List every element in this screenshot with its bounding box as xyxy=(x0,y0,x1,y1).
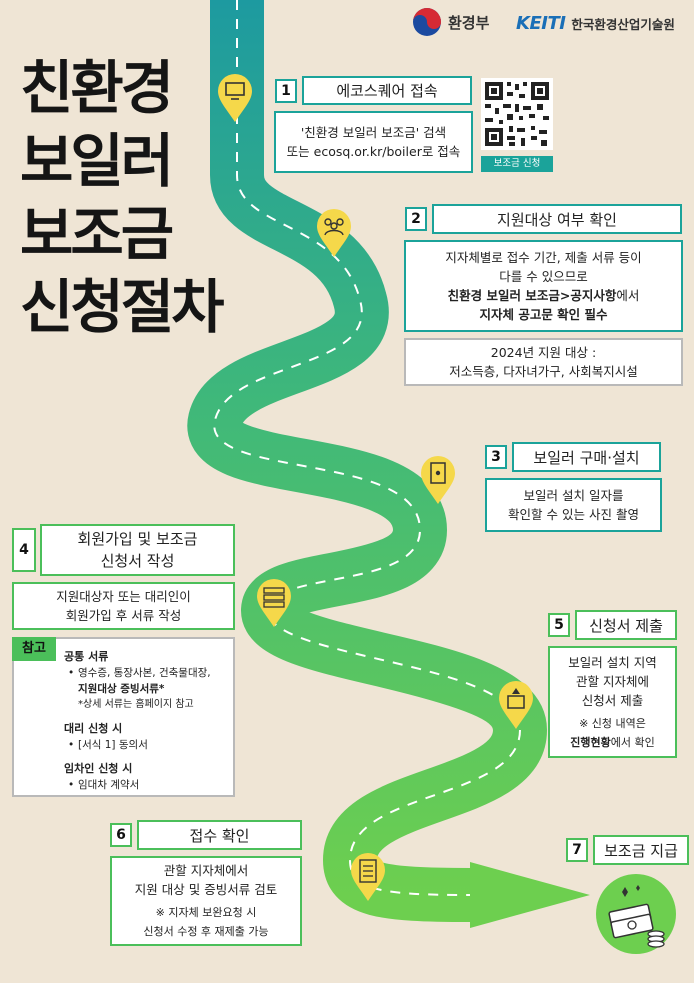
step3-box: 보일러 설치 일자를 확인할 수 있는 사진 촬영 xyxy=(485,478,662,532)
documents-icon xyxy=(257,579,291,627)
step1-line: '친환경 보일러 보조금' 검색 xyxy=(300,125,447,140)
step5-box: 보일러 설치 지역 관할 지자체에 신청서 제출 ※ 신청 내역은 진행현황에서… xyxy=(548,646,677,758)
step1-line: 또는 ecosq.or.kr/boiler로 접속 xyxy=(286,144,461,159)
step5-title: 신청서 제출 xyxy=(575,610,677,640)
step2-target-box: 2024년 지원 대상 : 저소득층, 다자녀가구, 사회복지시설 xyxy=(404,338,683,386)
step5-bold: 진행현황 xyxy=(570,735,611,749)
step-number: 3 xyxy=(485,445,507,469)
step4-line: 회원가입 후 서류 작성 xyxy=(65,608,182,623)
keiti-name: 한국환경산업기술원 xyxy=(571,16,675,32)
note-heading: 임차인 신청 시 xyxy=(64,762,133,775)
step-number: 5 xyxy=(548,613,570,637)
step2-line: 지자체 공고문 확인 필수 xyxy=(479,305,607,324)
keiti-wordmark: KEITI xyxy=(516,12,566,34)
qr-code-icon[interactable] xyxy=(481,78,553,150)
step1-title: 에코스퀘어 접속 xyxy=(302,76,472,105)
step-number: 4 xyxy=(12,528,36,572)
note-content: 공통 서류 영수증, 통장사본, 건축물대장, 지원대상 증빙서류* *상세 서… xyxy=(64,643,227,793)
step2-line: 친환경 보일러 보조금>공지사항에서 xyxy=(448,286,640,305)
step4-title: 회원가입 및 보조금 신청서 작성 xyxy=(40,524,235,576)
qr-label: 보조금 신청 xyxy=(481,156,553,172)
note-box: 참고 공통 서류 영수증, 통장사본, 건축물대장, 지원대상 증빙서류* *상… xyxy=(12,637,235,797)
step2-target: 2024년 지원 대상 : xyxy=(490,345,597,360)
submit-box-icon xyxy=(499,681,533,729)
step5-line: 신청서 제출 xyxy=(581,692,644,708)
note-item: 임대차 계약서 xyxy=(64,777,227,793)
step5-line: 진행현황에서 확인 xyxy=(570,733,654,752)
step4-line: 지원대상자 또는 대리인이 xyxy=(56,589,191,604)
money-icon xyxy=(596,874,676,954)
note-heading: 대리 신청 시 xyxy=(64,722,123,735)
title-line: 친환경 xyxy=(20,54,174,122)
ministry-logo: 환경부 xyxy=(412,6,489,38)
road-arrow-head xyxy=(470,862,590,928)
qr-block[interactable]: 보조금 신청 xyxy=(481,78,553,172)
step5-line: 보일러 설치 지역 xyxy=(568,654,657,670)
step2-rest: 에서 xyxy=(616,288,640,303)
step4-title-line: 신청서 작성 xyxy=(100,552,175,570)
step4-box: 지원대상자 또는 대리인이 회원가입 후 서류 작성 xyxy=(12,582,235,630)
title-line: 보일러 xyxy=(20,127,174,195)
title-line: 신청절차 xyxy=(20,273,224,341)
step6-line: 관할 지자체에서 xyxy=(163,863,249,878)
step7-title: 보조금 지급 xyxy=(593,835,689,865)
note-item: [서식 1] 동의서 xyxy=(64,737,227,753)
step3-line: 확인할 수 있는 사진 촬영 xyxy=(508,507,639,522)
step2-line: 지자체별로 접수 기간, 제출 서류 등이 xyxy=(445,250,642,265)
step6-line: ※ 지자체 보완요청 시 xyxy=(155,906,257,919)
step6-title: 접수 확인 xyxy=(137,820,302,850)
step2-bold: 지자체 공고문 확인 필수 xyxy=(479,307,608,322)
step-number: 2 xyxy=(405,207,427,231)
boiler-icon xyxy=(421,456,455,504)
step1-box: '친환경 보일러 보조금' 검색 또는 ecosq.or.kr/boiler로 … xyxy=(274,111,473,173)
note-label: 참고 xyxy=(12,637,56,661)
step2-target: 저소득층, 다자녀가구, 사회복지시설 xyxy=(449,364,638,379)
title-line: 보조금 xyxy=(20,200,174,268)
note-sub: *상세 서류는 홈페이지 참고 xyxy=(78,699,194,710)
step5-line: ※ 신청 내역은 xyxy=(579,716,646,730)
note-item: 영수증, 통장사본, 건축물대장, xyxy=(64,665,227,681)
step-number: 7 xyxy=(566,838,588,862)
step2-bold: 친환경 보일러 보조금>공지사항 xyxy=(447,288,617,303)
step2-title: 지원대상 여부 확인 xyxy=(432,204,682,234)
note-heading: 공통 서류 xyxy=(64,650,109,663)
monitor-icon xyxy=(218,74,252,122)
note-item-cont: 지원대상 증빙서류* xyxy=(78,683,165,695)
step2-box: 지자체별로 접수 기간, 제출 서류 등이 다를 수 있으므로 친환경 보일러 … xyxy=(404,240,683,332)
step3-title: 보일러 구매·설치 xyxy=(512,442,661,472)
ministry-name: 환경부 xyxy=(448,13,490,32)
people-icon xyxy=(317,209,351,257)
step6-line: 지원 대상 및 증빙서류 검토 xyxy=(134,882,278,897)
step-number: 6 xyxy=(110,823,132,847)
step5-line: 관할 지자체에 xyxy=(576,673,649,689)
page-title: 친환경 보일러 보조금 신청절차 xyxy=(20,52,224,344)
step4-title-line: 회원가입 및 보조금 xyxy=(77,530,198,548)
step3-line: 보일러 설치 일자를 xyxy=(523,488,624,503)
checklist-icon xyxy=(351,853,385,901)
step5-rest: 에서 확인 xyxy=(610,735,655,749)
step-number: 1 xyxy=(275,79,297,103)
step6-box: 관할 지자체에서 지원 대상 및 증빙서류 검토 ※ 지자체 보완요청 시 신청… xyxy=(110,856,302,946)
step2-line: 다를 수 있으므로 xyxy=(499,269,588,284)
step6-line: 신청서 수정 후 재제출 가능 xyxy=(143,925,269,938)
keiti-logo: KEITI 한국환경산업기술원 xyxy=(516,10,675,36)
taegeuk-icon xyxy=(413,8,441,36)
